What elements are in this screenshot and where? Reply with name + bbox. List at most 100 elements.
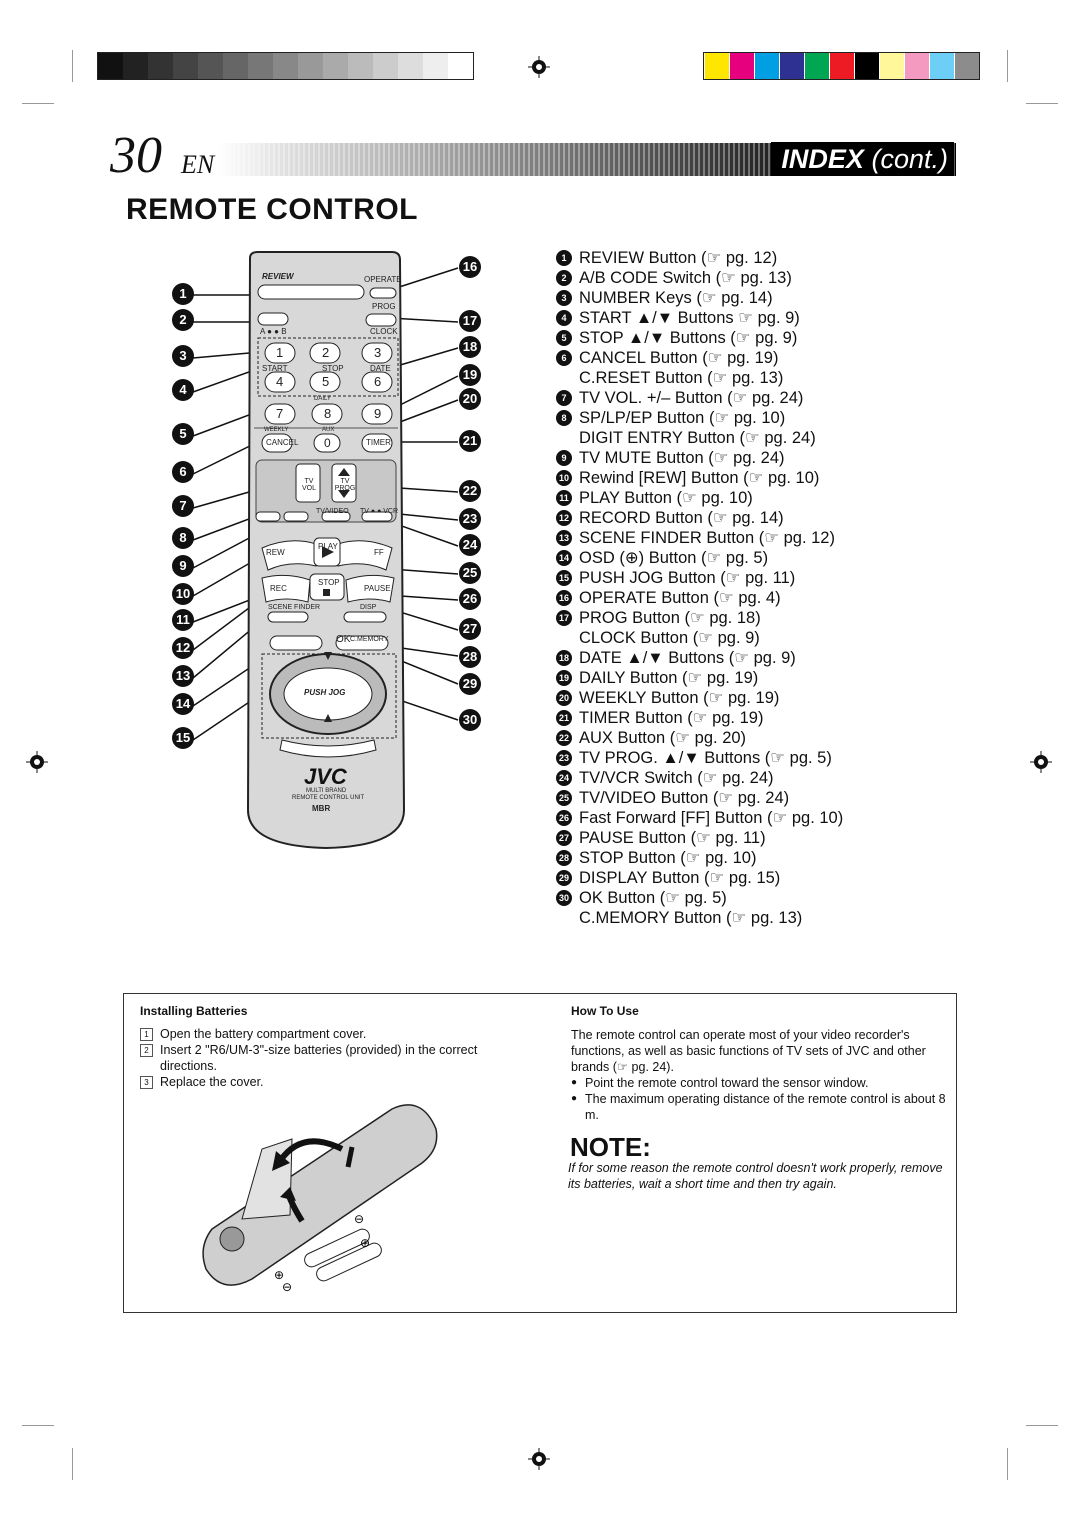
index-text: Fast Forward [FF] Button (☞ pg. 10)	[579, 809, 844, 827]
gray-swatch	[248, 53, 273, 79]
step-text: Open the battery compartment cover.	[160, 1027, 367, 1041]
index-number: 3	[556, 290, 572, 306]
step-number: 2	[140, 1044, 153, 1057]
remote-start-label: START	[262, 364, 288, 373]
index-number: 6	[556, 350, 572, 366]
how-to-use-title: How To Use	[571, 1004, 639, 1018]
color-swatch	[804, 53, 829, 79]
callout-number: 23	[459, 508, 481, 530]
callout-number: 17	[459, 310, 481, 332]
info-box: Installing Batteries 1 Open the battery …	[123, 993, 957, 1313]
remote-key-9: 9	[374, 406, 382, 421]
index-number: 21	[556, 710, 572, 726]
callout-number: 1	[172, 283, 194, 305]
install-step-2: 2 Insert 2 "R6/UM-3"-size batteries (pro…	[140, 1042, 480, 1074]
installing-title: Installing Batteries	[140, 1004, 248, 1018]
index-number: 29	[556, 870, 572, 886]
callout-number: 22	[459, 480, 481, 502]
step-text: Replace the cover.	[160, 1075, 264, 1089]
header-title-suffix: cont.	[880, 144, 939, 174]
callout-number: 20	[459, 388, 481, 410]
remote-prog-label: PROG	[372, 302, 396, 311]
gray-swatch	[273, 53, 298, 79]
color-swatch	[954, 53, 979, 79]
index-number: 15	[556, 570, 572, 586]
remote-play-label: PLAY	[318, 542, 338, 551]
remote-rew-label: REW	[266, 548, 285, 557]
callout-number: 24	[459, 534, 481, 556]
index-number: 14	[556, 550, 572, 566]
remote-key-7: 7	[276, 406, 284, 421]
index-number: 12	[556, 510, 572, 526]
index-number: 23	[556, 750, 572, 766]
how-to-use-body: The remote control can operate most of y…	[571, 1027, 951, 1123]
index-text: SCENE FINDER Button (☞ pg. 12)	[579, 529, 835, 547]
header-title: INDEX (cont.)	[771, 142, 954, 176]
how-to-use-bullet: The maximum operating distance of the re…	[571, 1091, 951, 1123]
gray-swatch	[198, 53, 223, 79]
index-text: NUMBER Keys (☞ pg. 14)	[579, 289, 773, 307]
index-number: 13	[556, 530, 572, 546]
index-number: 20	[556, 690, 572, 706]
callout-number: 15	[172, 727, 194, 749]
callout-number: 19	[459, 364, 481, 386]
index-number: 4	[556, 310, 572, 326]
step-text: Insert 2 "R6/UM-3"-size batteries (provi…	[160, 1043, 478, 1073]
step-number: 1	[140, 1028, 153, 1041]
callout-number: 16	[459, 256, 481, 278]
index-text: TV VOL. +/– Button (☞ pg. 24)	[579, 389, 804, 407]
remote-daily-label: DAILY	[314, 396, 331, 402]
index-text: TIMER Button (☞ pg. 19)	[579, 709, 764, 727]
step-number: 3	[140, 1076, 153, 1089]
index-text: PUSH JOG Button (☞ pg. 11)	[579, 569, 796, 587]
registration-target-icon	[528, 1448, 550, 1470]
index-text: RECORD Button (☞ pg. 14)	[579, 509, 784, 527]
index-number: 2	[556, 270, 572, 286]
index-number: 18	[556, 650, 572, 666]
remote-tv-prog-label: TV PROG	[334, 478, 356, 492]
color-swatch	[704, 53, 729, 79]
remote-key-4: 4	[276, 374, 284, 389]
gray-swatch	[123, 53, 148, 79]
gray-swatch	[223, 53, 248, 79]
index-number: 22	[556, 730, 572, 746]
callout-number: 30	[459, 709, 481, 731]
index-text: REVIEW Button (☞ pg. 12)	[579, 249, 778, 267]
remote-push-jog-label: PUSH JOG	[304, 688, 346, 697]
index-number: 27	[556, 830, 572, 846]
index-text: TV PROG. ▲/▼ Buttons (☞ pg. 5)	[579, 749, 832, 767]
remote-stop-label: STOP	[318, 578, 340, 587]
remote-ff-label: FF	[374, 548, 384, 557]
index-text: STOP ▲/▼ Buttons (☞ pg. 9)	[579, 329, 798, 347]
gray-swatch	[448, 53, 473, 79]
section-title: REMOTE CONTROL	[126, 193, 418, 226]
gray-swatch	[348, 53, 373, 79]
color-swatch	[879, 53, 904, 79]
callout-number: 3	[172, 345, 194, 367]
remote-review-label: REVIEW	[262, 272, 294, 281]
index-text: DISPLAY Button (☞ pg. 15)	[579, 869, 781, 887]
index-text: OSD (⊕) Button (☞ pg. 5)	[579, 549, 769, 567]
gray-swatch	[173, 53, 198, 79]
registration-target-icon	[1030, 751, 1052, 773]
note-text: If for some reason the remote control do…	[568, 1161, 943, 1191]
remote-tv-vol-label: TV VOL	[301, 478, 316, 492]
remote-tv-vcr-label: TV ● ● VCR	[360, 508, 399, 515]
callout-number: 5	[172, 423, 194, 445]
index-number: 8	[556, 410, 572, 426]
index-text: A/B CODE Switch (☞ pg. 13)	[579, 269, 792, 287]
remote-brand-sub2: REMOTE CONTROL UNIT	[292, 795, 365, 801]
gray-swatch	[423, 53, 448, 79]
index-text: TV MUTE Button (☞ pg. 24)	[579, 449, 785, 467]
callout-number: 29	[459, 673, 481, 695]
callout-number: 13	[172, 665, 194, 687]
callout-number: 10	[172, 583, 194, 605]
remote-key-1: 1	[276, 345, 284, 360]
remote-key-6: 6	[374, 374, 382, 389]
remote-ab-label: A ● ● B	[260, 327, 287, 336]
registration-target-icon	[26, 751, 48, 773]
index-text: CANCEL Button (☞ pg. 19)	[579, 349, 779, 367]
svg-text:⊖: ⊖	[354, 1212, 364, 1226]
remote-clock-label: CLOCK	[370, 327, 398, 336]
remote-key-5: 5	[322, 374, 330, 389]
